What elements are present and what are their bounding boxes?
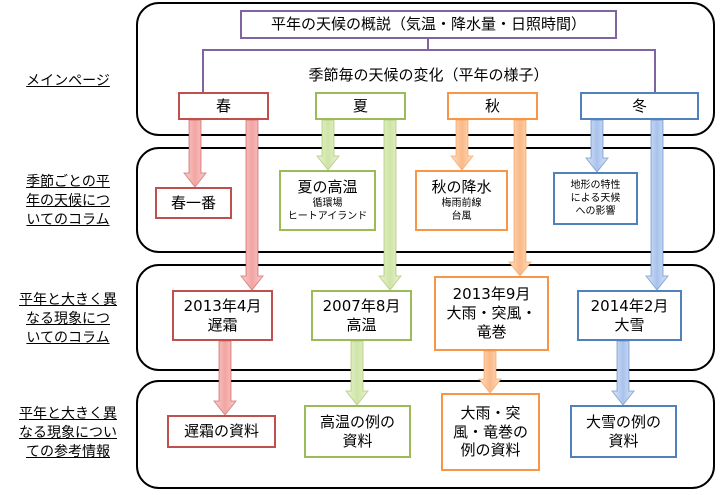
reference-summer-box[interactable]: 高温の例の資料	[304, 405, 411, 458]
anomaly-event: 遅霜	[207, 315, 238, 334]
reference-text: 遅霜の資料	[183, 422, 259, 441]
anomaly-event: 大雨・突風・	[446, 304, 537, 323]
season-autumn-label: 秋	[484, 96, 500, 115]
spring-column-box[interactable]: 春一番	[155, 187, 232, 219]
autumn-column-line: 台風	[451, 210, 472, 222]
reference-winter-box[interactable]: 大雪の例の資料	[570, 405, 677, 458]
anomaly-date: 2013年4月	[183, 296, 262, 315]
anomaly-date: 2007年8月	[322, 296, 401, 315]
panel-anomaly	[136, 264, 715, 371]
flow-arrow	[449, 119, 475, 171]
flow-arrow	[315, 119, 341, 171]
anomaly-event: 大雪	[614, 315, 645, 334]
summer-column-line: 循環場	[312, 197, 343, 209]
panel-reference	[136, 380, 715, 489]
autumn-column-line: 梅雨前線	[441, 197, 482, 209]
flow-arrow	[644, 119, 670, 291]
season-winter-label: 冬	[631, 96, 647, 115]
summer-column-box[interactable]: 夏の高温循環場ヒートアイランド	[279, 170, 376, 231]
seasonal-change-subtitle: 季節毎の天候の変化（平年の様子）	[308, 66, 549, 84]
winter-column-box[interactable]: 地形の特性による天候への影響	[553, 172, 638, 225]
connector-lines	[202, 38, 656, 92]
anomaly-autumn-box[interactable]: 2013年9月大雨・突風・竜巻	[434, 276, 549, 351]
reference-spring-box[interactable]: 遅霜の資料	[167, 415, 276, 448]
flow-arrow	[344, 340, 370, 406]
season-autumn[interactable]: 秋	[447, 92, 538, 120]
nav-anomaly-reference[interactable]: 平年と大きく異なる現象についての参考情報	[19, 406, 117, 460]
reference-text: 資料	[608, 431, 639, 450]
flow-arrow	[212, 340, 238, 416]
anomaly-date: 2014年2月	[590, 296, 669, 315]
panel-main	[136, 2, 715, 136]
nav-seasonal-column[interactable]: 季節ごとの平年の天候についてのコラム	[26, 174, 110, 228]
season-winter[interactable]: 冬	[580, 92, 699, 120]
nav-main-page[interactable]: メインページ	[26, 73, 110, 89]
winter-column-line: への影響	[575, 206, 616, 217]
reference-text: 資料	[342, 431, 373, 450]
anomaly-summer-box[interactable]: 2007年8月高温	[311, 290, 412, 341]
anomaly-spring-box[interactable]: 2013年4月遅霜	[172, 290, 273, 341]
winter-column-line: 地形の特性	[570, 180, 621, 191]
nav-anomaly-column[interactable]: 平年と大きく異なる現象についてのコラム	[19, 292, 117, 346]
flow-arrow	[507, 119, 533, 277]
reference-text: 例の資料	[460, 441, 521, 460]
flow-arrow	[477, 350, 503, 394]
reference-text: 大雪の例の	[585, 412, 661, 431]
autumn-column-box[interactable]: 秋の降水梅雨前線台風	[415, 170, 508, 231]
reference-text: 高温の例の	[319, 412, 395, 431]
reference-autumn-box[interactable]: 大雨・突風・竜巻の例の資料	[441, 393, 540, 471]
season-summer-label: 夏	[352, 96, 368, 115]
flow-arrow	[610, 340, 636, 406]
flow-arrow	[377, 119, 403, 291]
anomaly-event: 竜巻	[476, 322, 507, 341]
spring-column-title: 春一番	[170, 193, 216, 212]
flow-arrow	[239, 119, 265, 291]
anomaly-event: 高温	[346, 315, 377, 334]
flow-arrow	[584, 119, 610, 173]
season-spring[interactable]: 春	[178, 92, 269, 120]
reference-text: 風・竜巻の	[452, 422, 528, 441]
autumn-column-title: 秋の降水	[431, 178, 492, 197]
anomaly-winter-box[interactable]: 2014年2月大雪	[577, 290, 682, 341]
overview-title-box[interactable]: 平年の天候の概説（気温・降水量・日照時間）	[240, 10, 617, 39]
reference-text: 大雨・突	[460, 403, 521, 422]
winter-column-line: による天候	[570, 193, 621, 204]
anomaly-date: 2013年9月	[452, 285, 531, 304]
summer-column-line: ヒートアイランド	[287, 210, 368, 222]
season-summer[interactable]: 夏	[315, 92, 406, 120]
flow-arrow	[182, 119, 208, 188]
season-spring-label: 春	[215, 96, 231, 115]
summer-column-title: 夏の高温	[297, 178, 358, 197]
panel-seasonal	[136, 147, 715, 253]
overview-title: 平年の天候の概説（気温・降水量・日照時間）	[270, 15, 586, 34]
